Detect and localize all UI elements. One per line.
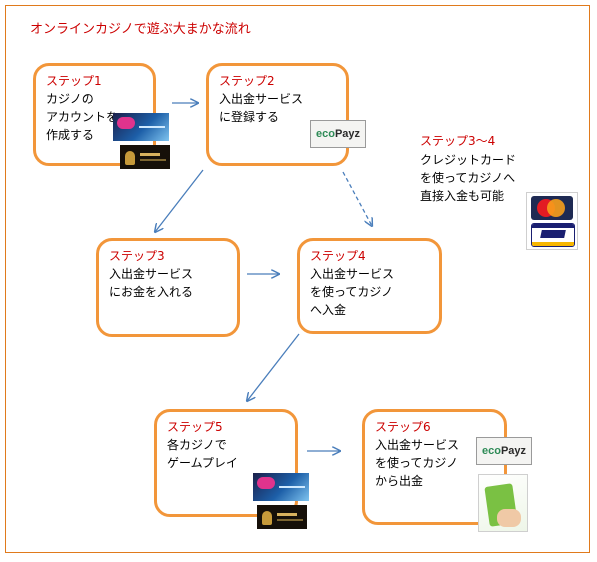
step-5-text: 各カジノで ゲームプレイ — [167, 438, 238, 470]
step-6-label: ステップ6 — [375, 420, 431, 434]
step-4-label: ステップ4 — [310, 249, 366, 263]
step-1-text: カジノの アカウントを 作成する — [46, 92, 119, 142]
step-5-label: ステップ5 — [167, 420, 223, 434]
step-1-label: ステップ1 — [46, 74, 102, 88]
step-3-label: ステップ3 — [109, 249, 165, 263]
step-4-box: ステップ4 入出金サービス を使ってカジノ へ入金 — [297, 238, 442, 334]
visa-icon — [531, 223, 575, 247]
step-3-4-note: ステップ3～4 クレジットカード を使ってカジノへ 直接入金も可能 — [420, 132, 516, 205]
diagram-frame — [5, 5, 590, 553]
empire-casino-logo-2 — [257, 505, 307, 529]
step-3-4-label: ステップ3～4 — [420, 134, 496, 148]
ecocard-photo — [478, 474, 528, 532]
step-2-text: 入出金サービス に登録する — [219, 92, 304, 124]
credit-card-logos — [526, 192, 578, 250]
step-3-text: 入出金サービス にお金を入れる — [109, 267, 194, 299]
step-3-4-text: クレジットカード を使ってカジノへ 直接入金も可能 — [420, 153, 517, 203]
mastercard-icon — [531, 196, 573, 220]
empire-casino-logo — [120, 145, 170, 169]
casino-banner-logo — [113, 113, 169, 141]
diagram-title: オンラインカジノで遊ぶ大まかな流れ — [30, 22, 251, 37]
step-2-label: ステップ2 — [219, 74, 275, 88]
step-3-box: ステップ3 入出金サービス にお金を入れる — [96, 238, 240, 337]
casino-banner-logo-2 — [253, 473, 309, 501]
step-4-text: 入出金サービス を使ってカジノ へ入金 — [310, 267, 395, 317]
step-2-box: ステップ2 入出金サービス に登録する — [206, 63, 349, 166]
step-6-text: 入出金サービス を使ってカジノ から出金 — [375, 438, 460, 488]
